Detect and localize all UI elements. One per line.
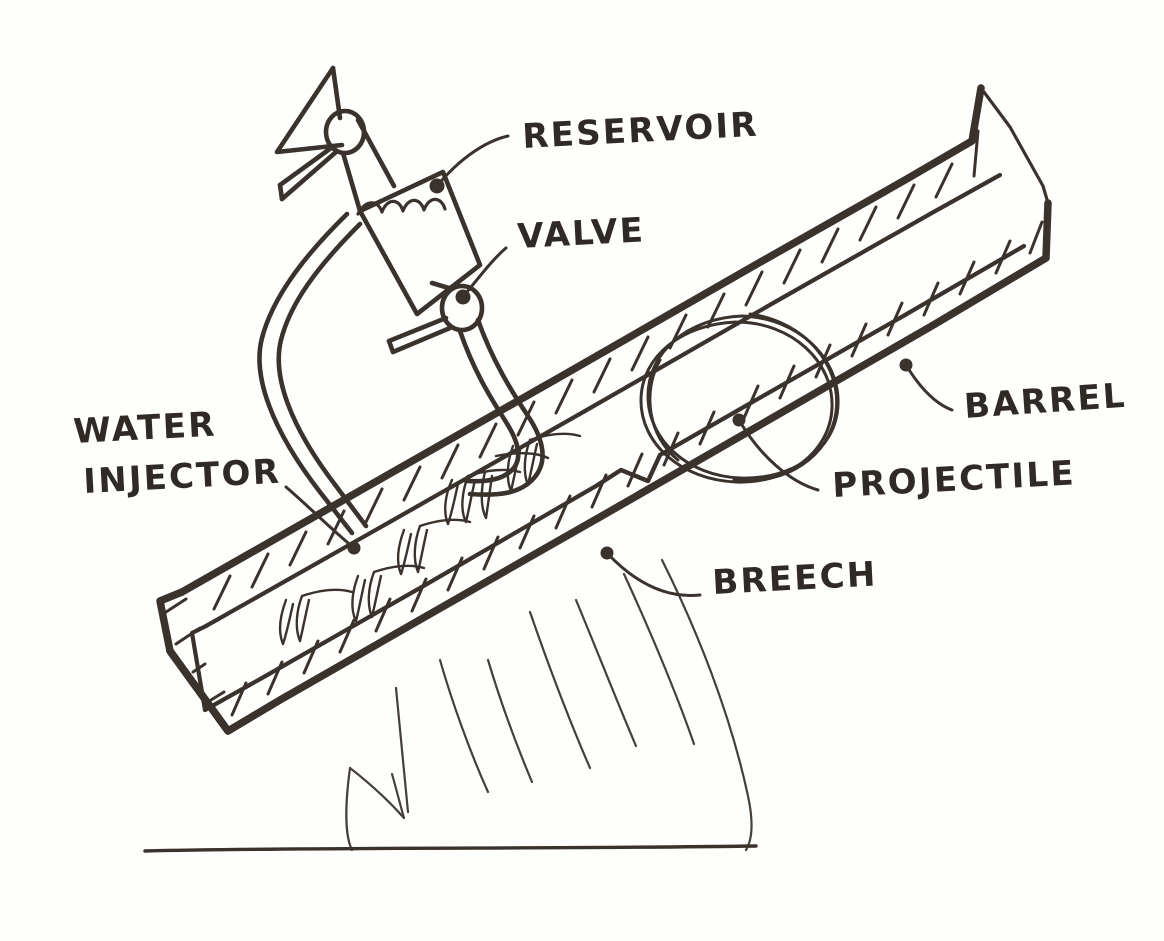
label-breech: BREECH — [711, 554, 878, 603]
water-injector-downpipe-right — [276, 221, 369, 529]
reservoir-water-line — [356, 197, 447, 216]
barrel-anchor-dot — [899, 358, 913, 372]
label-projectile: PROJECTILE — [831, 453, 1076, 506]
reservoir-valve-assembly — [257, 65, 545, 536]
water-injector-downpipe-left — [257, 211, 355, 536]
fill-port-handle-cap — [277, 182, 285, 202]
funnel-icon — [274, 65, 345, 155]
barrel-breech-end-cap-outer — [156, 588, 232, 735]
barrel-upper-outer-wall — [178, 84, 985, 596]
exhaust-plume-lines — [345, 558, 753, 852]
water-injector-pipe-inner — [457, 328, 521, 484]
leader-anchor-dots — [347, 178, 913, 560]
projectile-anchor-dot — [732, 413, 746, 427]
reservoir-feed-pipe-right — [355, 117, 397, 189]
water-spray-in-bore — [278, 432, 582, 646]
leader-barrel — [904, 363, 954, 412]
barrel-upper-wall-hatching — [212, 129, 980, 611]
projectile-circle-stroke-2 — [639, 320, 834, 484]
reservoir-feed-pipe-left — [340, 150, 363, 214]
projectile-circle-stroke-4 — [648, 358, 680, 462]
fill-port-handle-upper — [277, 145, 334, 188]
leader-projectile — [737, 418, 820, 492]
breech-step-notch — [593, 452, 663, 489]
label-barrel: BARREL — [963, 376, 1128, 427]
leader-breech — [605, 551, 702, 597]
reservoir-box — [357, 169, 483, 317]
barrel-breech-cap-hatching — [164, 597, 226, 702]
ground-line — [143, 844, 758, 853]
fill-port-handle-lower — [279, 149, 339, 202]
label-valve: VALVE — [516, 210, 646, 257]
water-injector-pipe-outer — [467, 317, 545, 497]
label-reservoir: RESERVOIR — [521, 105, 759, 157]
barrel-muzzle-open-end — [979, 86, 1050, 205]
projectile — [639, 312, 840, 484]
water-injector-anchor-dot — [347, 541, 361, 555]
breech-anchor-dot — [600, 546, 614, 560]
projectile-circle-stroke-3 — [732, 312, 839, 483]
barrel-lower-outer-wall — [166, 199, 1052, 735]
valve-anchor-dot — [455, 289, 471, 305]
label-water-injector-line2: INJECTOR — [82, 452, 282, 502]
label-water-injector-line1: WATER — [72, 405, 217, 452]
valve-handle-cap — [386, 338, 396, 355]
valve-stem — [429, 280, 455, 292]
leader-water-injector — [284, 485, 356, 550]
valve-handle-upper — [386, 315, 449, 344]
reservoir-anchor-dot — [429, 178, 445, 194]
valve-handle-lower — [390, 325, 453, 355]
barrel-upper-inner-wall — [203, 172, 1003, 629]
leader-reservoir — [435, 134, 510, 188]
barrel-assembly — [156, 84, 1052, 735]
part-labels: RESERVOIR VALVE BARREL PROJECTILE BREECH… — [72, 105, 1128, 603]
